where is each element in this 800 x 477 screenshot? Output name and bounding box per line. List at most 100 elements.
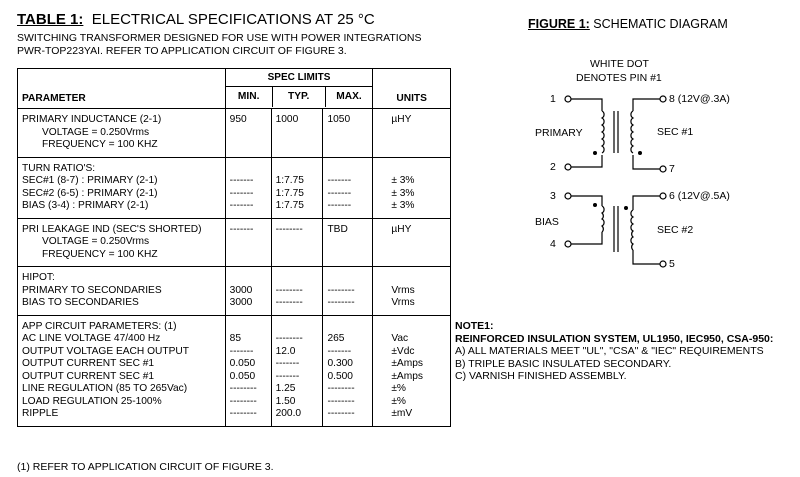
pin-1-label: 1 (550, 93, 556, 105)
sec1-label: SEC #1 (657, 126, 694, 138)
primary-coil (600, 110, 605, 154)
max-line: 0.500 (327, 370, 353, 382)
cell-max: 1050 (322, 108, 374, 158)
max-line: -------- (327, 395, 355, 407)
pin-6-terminal (659, 192, 667, 200)
cell-param: TURN RATIO'S:SEC#1 (8-7) : PRIMARY (2-1)… (17, 156, 226, 219)
pin-5-terminal (659, 260, 667, 268)
table-title-text: ELECTRICAL SPECIFICATIONS AT 25 °C (91, 11, 375, 28)
min-line: ------- (229, 200, 254, 211)
pin-3-terminal (564, 192, 572, 200)
spec-table: PARAMETER SPEC LIMITS MIN. TYP. MAX. UNI… (17, 68, 451, 427)
max-line: ------- (327, 345, 352, 357)
header-spec-limits-label: SPEC LIMITS (225, 69, 373, 87)
param-line: SEC#1 (8-7) : PRIMARY (2-1) (22, 175, 158, 186)
table-title: TABLE 1: ELECTRICAL SPECIFICATIONS AT 25… (17, 11, 375, 28)
param-line: RIPPLE (22, 408, 59, 419)
note-title: NOTE1: (455, 320, 494, 332)
cell-units: ± 3%± 3%± 3% (372, 156, 451, 219)
pin-3-label: 3 (550, 190, 556, 202)
param-line: BIAS (3-4) : PRIMARY (2-1) (22, 200, 149, 211)
param-line: TURN RATIO'S: (22, 162, 96, 174)
typ-line: -------- (275, 333, 303, 344)
header-min: MIN. (226, 87, 273, 107)
param-line: PRIMARY INDUCTANCE (2-1) (22, 114, 162, 125)
primary-polarity-dot (593, 151, 597, 155)
units-line: µHY (391, 114, 412, 125)
param-line: FREQUENCY = 100 KHZ (42, 248, 158, 260)
cell-max: TBD (322, 217, 374, 267)
header-parameter: PARAMETER (17, 68, 226, 109)
typ-line: 1:7.75 (275, 200, 304, 211)
param-line: OUTPUT VOLTAGE EACH OUTPUT (22, 345, 189, 357)
max-line: -------- (327, 284, 355, 296)
note-item-a: A) ALL MATERIALS MEET "UL", "CSA" & "IEC… (455, 345, 764, 358)
pin-8-terminal (659, 95, 667, 103)
cell-min: --------------------- (224, 156, 272, 219)
units-line: ±Amps (391, 370, 423, 382)
max-line: -------- (327, 408, 355, 419)
subtitle-line-1: SWITCHING TRANSFORMER DESIGNED FOR USE W… (17, 32, 422, 44)
typ-line: 200.0 (275, 408, 302, 419)
min-line: 0.050 (229, 358, 256, 369)
param-line: BIAS TO SECONDARIES (22, 297, 139, 308)
spec-row: APP CIRCUIT PARAMETERS: (1)AC LINE VOLTA… (17, 314, 451, 427)
cell-max: --------------------- (322, 156, 374, 219)
primary-label: PRIMARY (535, 127, 583, 139)
units-line: ± 3% (391, 187, 415, 199)
note-item-b: B) TRIPLE BASIC INSULATED SECONDARY. (455, 357, 672, 370)
units-line: ±% (391, 395, 406, 407)
units-line: ±% (391, 383, 406, 394)
pin-2-label: 2 (550, 161, 556, 173)
cell-units: Vac±Vdc±Amps±Amps±%±%±mV (372, 314, 451, 427)
min-line: 3000 (229, 284, 253, 296)
pin-8-label: 8 (12V@.3A) (669, 93, 730, 105)
param-line: HIPOT: (22, 272, 55, 283)
units-line: ± 3% (391, 175, 415, 186)
pin-4-label: 4 (550, 238, 556, 250)
min-line: -------- (229, 395, 257, 407)
cell-units: µHY (372, 108, 451, 158)
min-line: 3000 (229, 297, 253, 308)
figure-title: FIGURE 1: SCHEMATIC DIAGRAM (528, 17, 728, 31)
pin-1-terminal (564, 95, 572, 103)
white-dot-label-1: WHITE DOT (590, 58, 649, 70)
param-line: AC LINE VOLTAGE 47/400 Hz (22, 333, 161, 344)
header-row: PARAMETER SPEC LIMITS MIN. TYP. MAX. UNI… (17, 68, 451, 109)
min-line: ------- (229, 175, 254, 186)
max-line: -------- (327, 297, 355, 308)
units-line: Vac (391, 333, 409, 344)
min-line: -------- (229, 383, 257, 394)
units-line: ±mV (391, 408, 413, 419)
units-line: ±Vdc (391, 345, 415, 357)
table-subtitle: SWITCHING TRANSFORMER DESIGNED FOR USE W… (17, 32, 457, 58)
white-dot-label-2: DENOTES PIN #1 (576, 72, 662, 84)
typ-line: 1000 (275, 114, 299, 125)
param-line: APP CIRCUIT PARAMETERS: (1) (22, 320, 177, 332)
min-line: ------- (229, 345, 254, 357)
pin-7-label: 7 (669, 163, 675, 175)
header-units: UNITS (372, 68, 451, 109)
min-line: 0.050 (229, 370, 256, 382)
cell-param: PRIMARY INDUCTANCE (2-1)VOLTAGE = 0.250V… (17, 108, 226, 158)
pin-2-terminal (564, 163, 572, 171)
units-line: ±Amps (391, 358, 423, 369)
param-line: VOLTAGE = 0.250Vrms (42, 236, 150, 247)
typ-line: 12.0 (275, 345, 296, 357)
max-line: 265 (327, 333, 345, 344)
typ-line: ------- (275, 370, 300, 382)
cell-min: ------- (224, 217, 272, 267)
param-line: PRI LEAKAGE IND (SEC'S SHORTED) (22, 223, 202, 235)
subtitle-line-2: PWR-TOP223YAI. REFER TO APPLICATION CIRC… (17, 45, 347, 57)
header-spec-limits: SPEC LIMITS MIN. TYP. MAX. (224, 68, 374, 109)
header-typ: TYP. (273, 87, 326, 107)
param-line: OUTPUT CURRENT SEC #1 (22, 358, 155, 369)
param-line: SEC#2 (6-5) : PRIMARY (2-1) (22, 187, 158, 199)
max-line: ------- (327, 175, 352, 186)
